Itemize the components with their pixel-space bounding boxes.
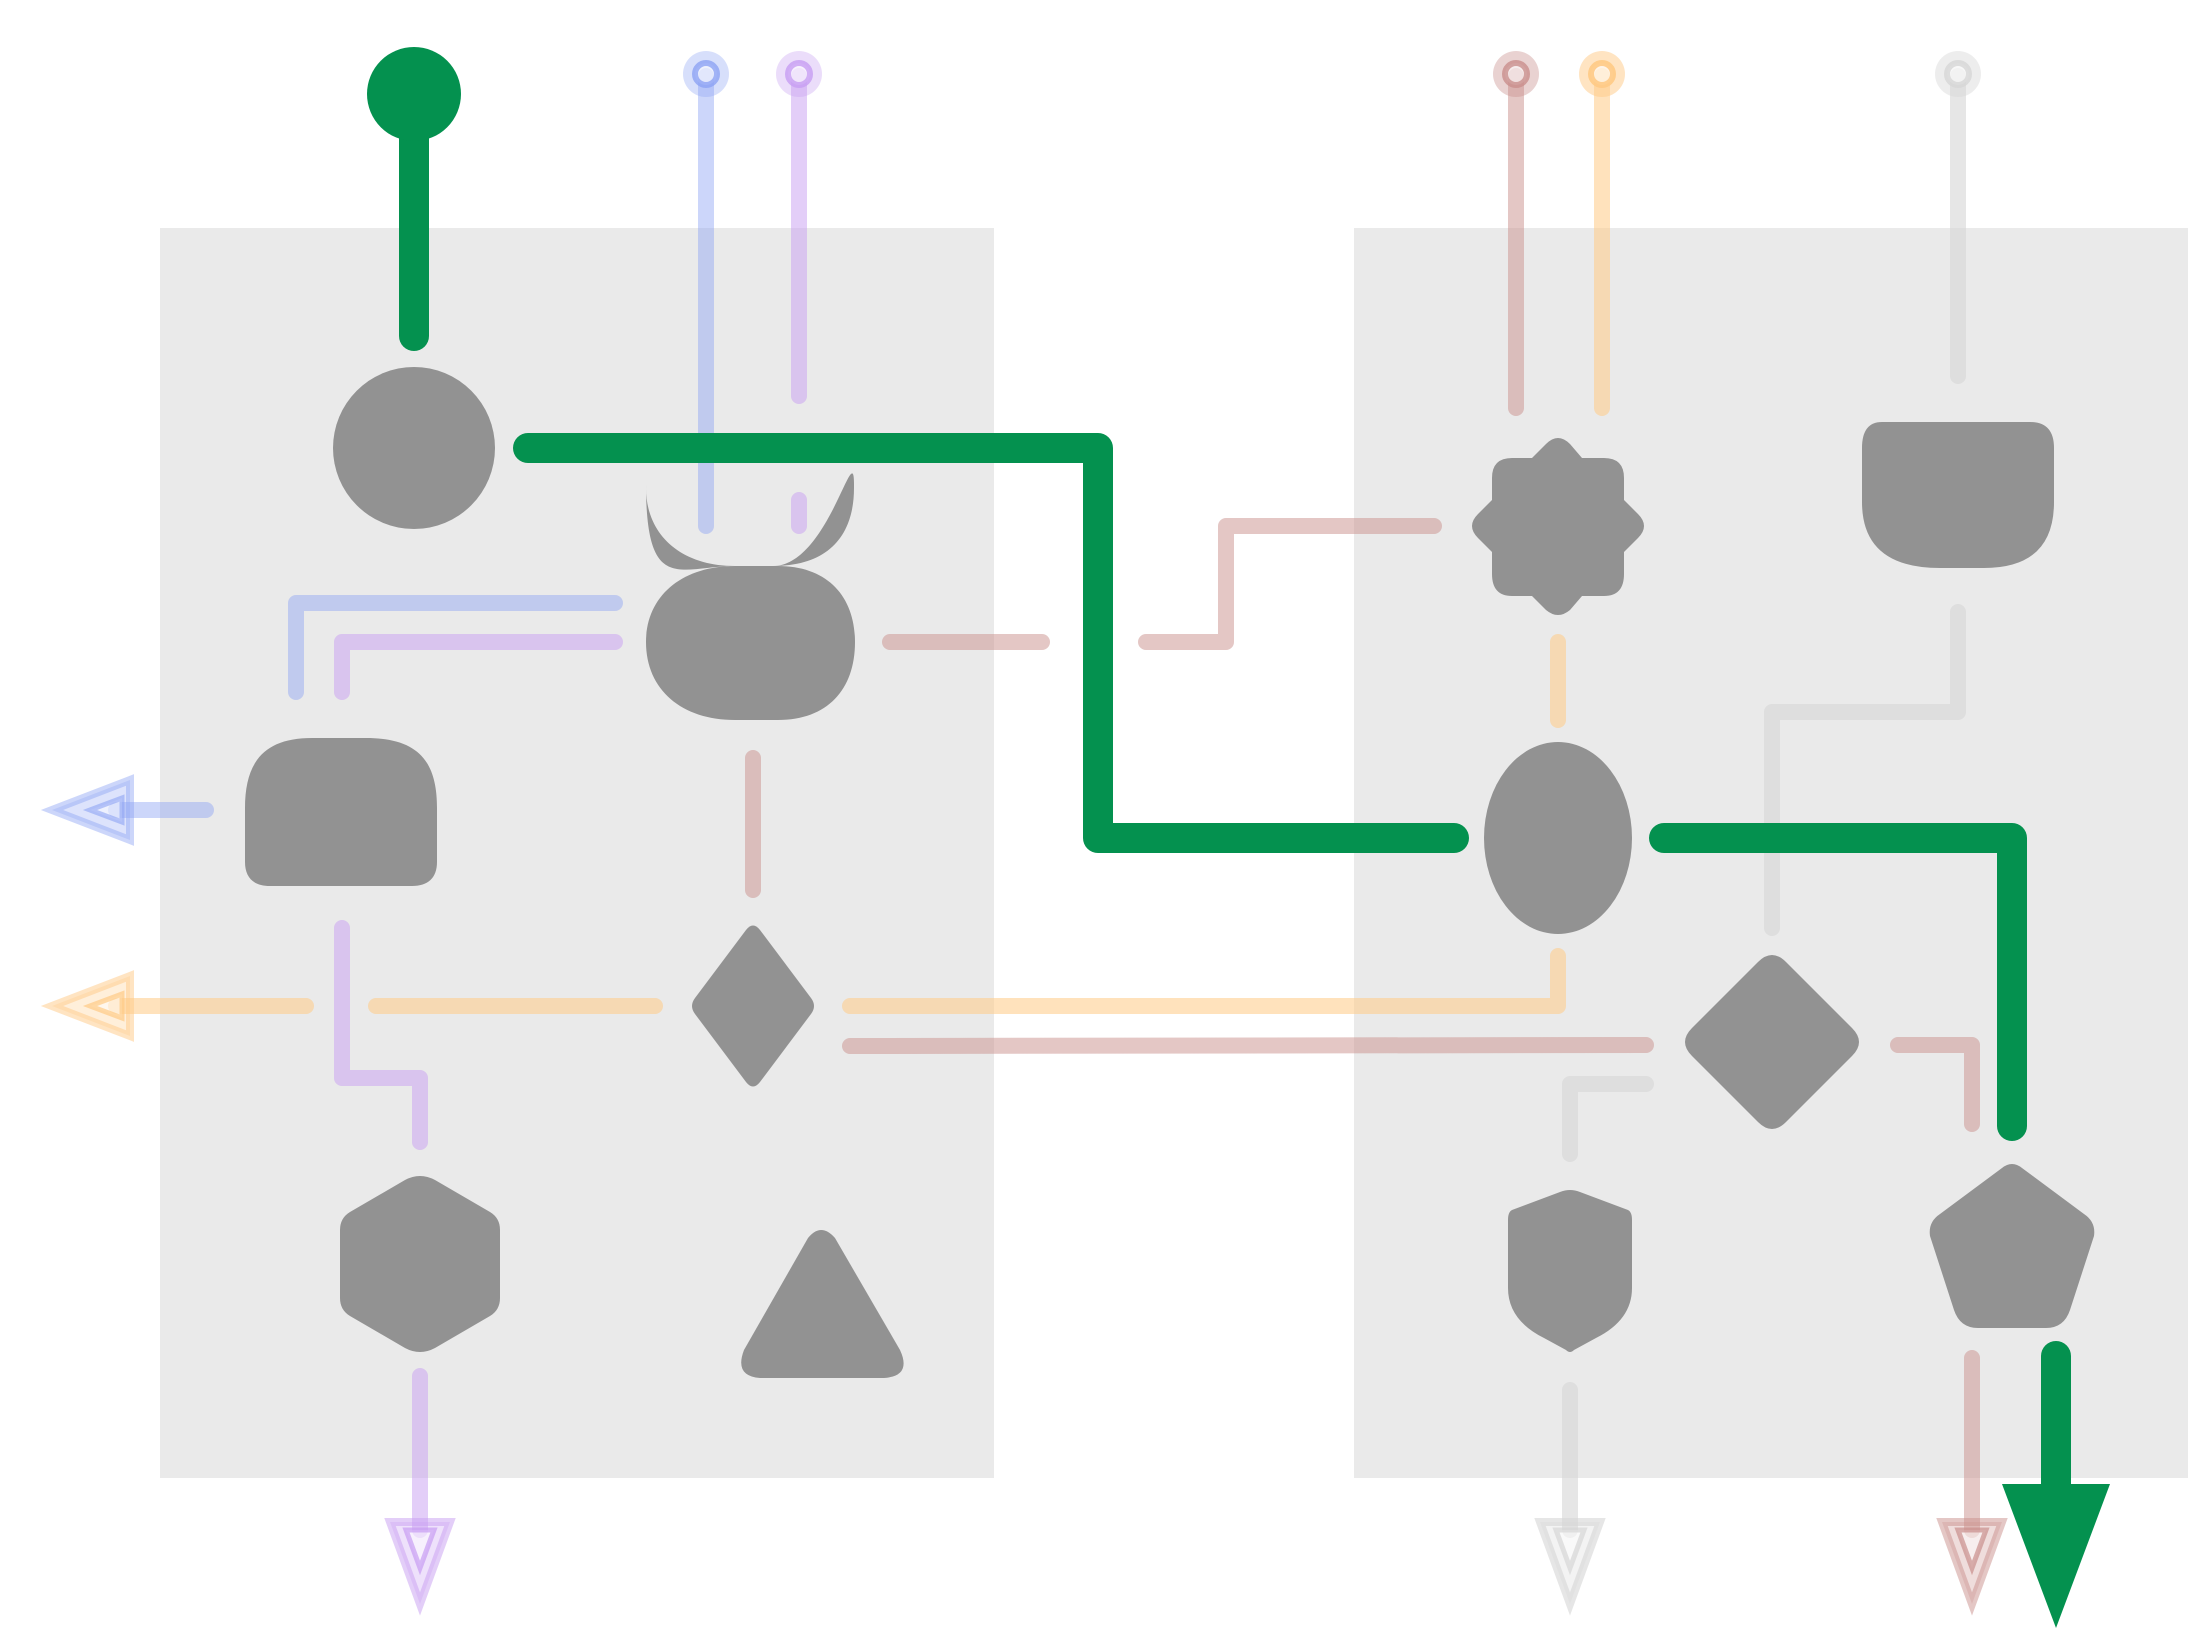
- ring-dot-icon: [1502, 60, 1530, 88]
- stadium-node-icon: [646, 484, 735, 570]
- route-green: [399, 79, 2071, 1505]
- ring-dot-icon: [692, 60, 720, 88]
- hollow-arrow-icon: [82, 794, 125, 826]
- route-gray: [1562, 68, 1966, 1538]
- filled-dot-icon: [367, 47, 461, 141]
- hollow-arrow-icon: [1954, 1527, 1990, 1576]
- start-terminals: [683, 51, 1981, 97]
- shield-node-icon: [1508, 1190, 1632, 1352]
- route-orange: [108, 68, 1610, 1014]
- triangle-node-icon: [741, 1230, 904, 1378]
- end-terminals: [40, 774, 2008, 1616]
- stadium-node-icon: [735, 473, 854, 566]
- stadium-node-icon: [646, 566, 855, 720]
- oval-node-icon: [1484, 742, 1632, 934]
- diamond-node-icon: [1685, 955, 1859, 1129]
- nodes: [245, 367, 2095, 1378]
- circle-node-icon: [333, 367, 495, 529]
- route-brown: [745, 68, 1980, 1538]
- route-purple: [334, 68, 807, 1538]
- hexagon-node-icon: [340, 1176, 500, 1352]
- diamond-node-icon: [692, 925, 814, 1087]
- ring-dot-icon: [785, 60, 813, 88]
- ring-dot-icon: [1588, 60, 1616, 88]
- filled-arrow-icon: [2002, 1484, 2110, 1628]
- hollow-arrow-icon: [82, 990, 125, 1022]
- ring-dot-icon: [1944, 60, 1972, 88]
- tab-node-icon: [245, 738, 437, 886]
- star-node-icon: [1472, 438, 1644, 615]
- hollow-arrow-icon: [1552, 1527, 1588, 1576]
- pentagon-node-icon: [1929, 1164, 2095, 1328]
- hollow-arrow-icon: [402, 1527, 438, 1576]
- cup-node-icon: [1862, 422, 2054, 568]
